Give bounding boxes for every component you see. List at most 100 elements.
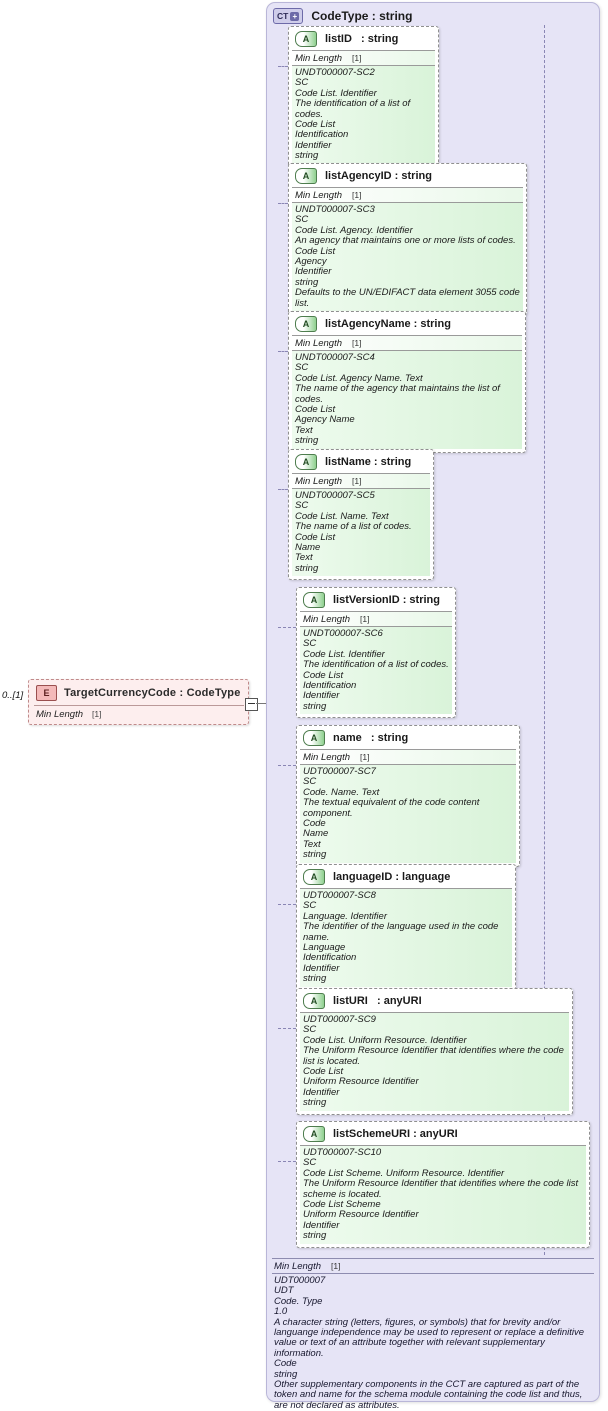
occurrence-label: 0..[1]	[2, 690, 24, 701]
attribute-badge-icon: A	[303, 869, 325, 885]
collapse-expander-icon[interactable]	[245, 698, 258, 711]
attribute-facet-value: [1]	[360, 752, 370, 762]
attribute-doc-line: Language	[303, 942, 346, 954]
complex-type-doc-line: Code	[274, 1358, 297, 1370]
attribute-doc-line: string	[303, 1230, 327, 1242]
attribute-doc-line: UNDT000007-SC5	[295, 490, 375, 501]
attribute-doc-line: Code List. Agency. Identifier	[295, 224, 413, 236]
attribute-doc-line: string	[295, 150, 319, 162]
attribute-doc-line: Identifier	[303, 962, 340, 974]
attribute-doc-line: Code List. Identifier	[303, 648, 385, 660]
tree-stub	[278, 765, 296, 766]
attribute-badge-icon: A	[303, 1126, 325, 1142]
attribute-doc-line: The identifier of the language used in t…	[303, 921, 499, 943]
attribute-doc-line: string	[303, 973, 327, 985]
attribute-doc-line: SC	[295, 214, 309, 226]
attribute-doc-line: Name	[303, 828, 329, 840]
attribute-facet-label: Min Length	[295, 476, 343, 487]
attribute-doc-line: Text	[295, 552, 313, 564]
attribute-doc-line: Code List Scheme. Uniform Resource. Iden…	[303, 1167, 505, 1179]
complex-type-doc-line: A character string (letters, figures, or…	[274, 1316, 585, 1359]
attribute-doc-line: UNDT000007-SC6	[303, 628, 383, 639]
attribute-doc-line: Code List Scheme	[303, 1199, 381, 1211]
attribute-doc-line: Code	[303, 818, 326, 830]
attribute-doc-line: Identifier	[295, 139, 332, 151]
element-box-target-currency-code[interactable]: E TargetCurrencyCode : CodeType Min Leng…	[28, 679, 249, 725]
element-facet-row: Min Length[1]	[34, 705, 244, 721]
attribute-facet-label: Min Length	[295, 338, 343, 349]
attribute-doc-line: SC	[303, 638, 317, 650]
attribute-doc-line: string	[295, 435, 319, 447]
attribute-doc-line: Code List	[295, 119, 336, 131]
attribute-facet-row: Min Length [1]	[300, 611, 452, 627]
attribute-doc-line: SC	[303, 776, 317, 788]
attribute-doc-line: string	[303, 849, 327, 861]
attribute-doc-line: The textual equivalent of the code conte…	[303, 797, 480, 819]
attribute-badge-icon: A	[295, 168, 317, 184]
attribute-doc-line: UDT000007-SC7	[303, 766, 376, 777]
attribute-facet-value: [1]	[352, 476, 362, 486]
attribute-name: listSchemeURI : anyURI	[333, 1128, 458, 1140]
attribute-doc-line: Identifier	[303, 1086, 340, 1098]
attribute-doc-line: SC	[303, 1024, 317, 1036]
attribute-facet-label: Min Length	[303, 614, 351, 625]
attribute-facet-label: Min Length	[303, 752, 351, 763]
attribute-badge-icon: A	[303, 730, 325, 746]
attribute-facet-label: Min Length	[295, 190, 343, 201]
complex-type-facet-row: Min Length[1]	[272, 1258, 594, 1274]
attribute-doc-line: Code. Name. Text	[303, 786, 380, 798]
complex-type-facet-label: Min Length	[274, 1261, 322, 1272]
tree-stub	[278, 66, 288, 67]
attribute-doc-line: Agency	[295, 256, 327, 268]
tree-spine	[544, 25, 545, 1255]
plus-icon: +	[290, 11, 300, 21]
attribute-name: listURI : anyURI	[333, 995, 422, 1007]
attribute-doc-line: The name of the agency that maintains th…	[295, 383, 500, 405]
attribute-badge-icon: A	[303, 592, 325, 608]
attribute-facet-value: [1]	[352, 190, 362, 200]
attribute-doc-line: Identification	[303, 952, 357, 964]
element-title: TargetCurrencyCode : CodeType	[64, 687, 241, 699]
tree-stub	[278, 203, 288, 204]
attribute-doc-line: string	[295, 276, 319, 288]
attribute-doc-line: Code List. Uniform Resource. Identifier	[303, 1034, 467, 1046]
tree-stub	[278, 904, 296, 905]
tree-stub	[278, 351, 288, 352]
attribute-name: languageID : language	[333, 871, 451, 883]
attribute-doc-line: Code List. Identifier	[295, 87, 377, 99]
attribute-facet-row: Min Length[1]	[292, 335, 522, 351]
attribute-badge-icon: A	[295, 31, 317, 47]
attribute-doc-line: Uniform Resource Identifier	[303, 1209, 419, 1221]
attribute-name: listAgencyName : string	[325, 318, 451, 330]
attribute-doc-line: Code List	[303, 1066, 344, 1078]
complex-type-badge-icon: CT +	[273, 8, 304, 24]
attribute-facet-value: [1]	[360, 614, 370, 624]
attribute-doc-line: UDT000007-SC9	[303, 1014, 376, 1025]
attribute-facet-value: [1]	[352, 53, 362, 63]
attribute-name: listVersionID : string	[333, 594, 440, 606]
complex-type-doc-line: Code. Type	[274, 1295, 323, 1307]
attribute-doc-line: SC	[303, 1157, 317, 1169]
attribute-doc-line: Identifier	[295, 266, 332, 278]
complex-type-header: CT + CodeType : string	[267, 3, 599, 24]
